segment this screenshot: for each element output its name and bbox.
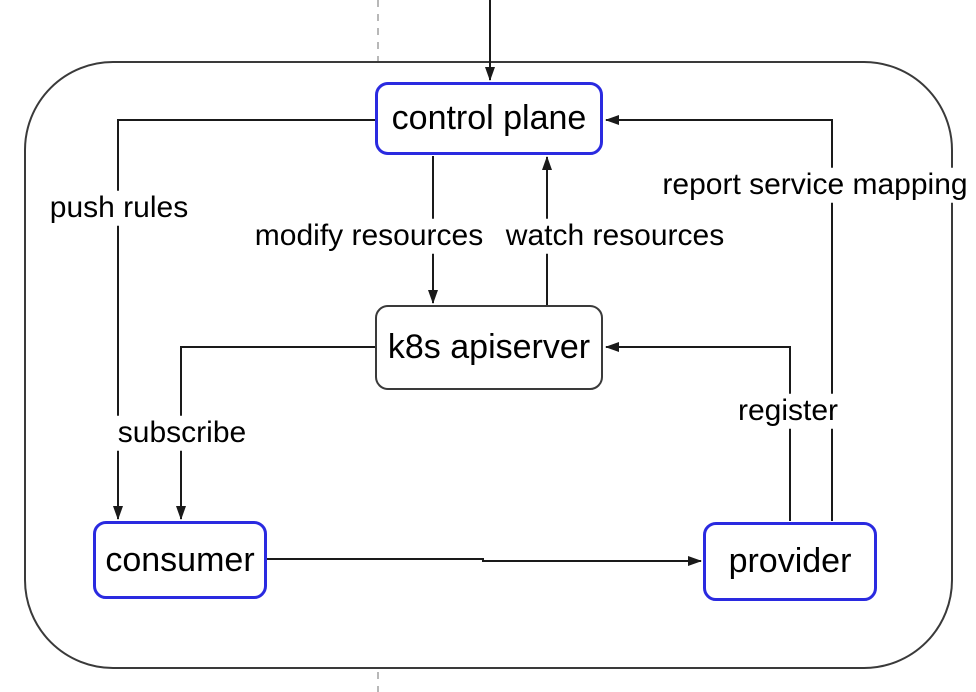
edge-label-watch-resources: watch resources — [502, 218, 728, 254]
node-provider-label: provider — [728, 542, 852, 580]
edge-report-service-mapping — [605, 115, 833, 521]
node-provider: provider — [703, 522, 877, 601]
node-control-plane: control plane — [375, 82, 603, 155]
node-k8s-apiserver: k8s apiserver — [375, 305, 603, 390]
edge-register — [605, 342, 791, 521]
node-consumer: consumer — [93, 521, 267, 599]
edge-label-register: register — [734, 393, 842, 429]
edge-push-rules — [113, 119, 375, 520]
edge-label-push-rules: push rules — [46, 190, 192, 226]
edge-consumer-to-provider — [266, 556, 702, 566]
edge-subscribe — [176, 346, 375, 520]
edge-label-modify-resources: modify resources — [251, 218, 487, 254]
edge-label-report-service-mapping: report service mapping — [659, 167, 971, 203]
node-control-plane-label: control plane — [391, 99, 587, 137]
edge-label-subscribe: subscribe — [114, 415, 250, 451]
node-consumer-label: consumer — [105, 540, 255, 579]
node-k8s-apiserver-label: k8s apiserver — [387, 328, 591, 366]
